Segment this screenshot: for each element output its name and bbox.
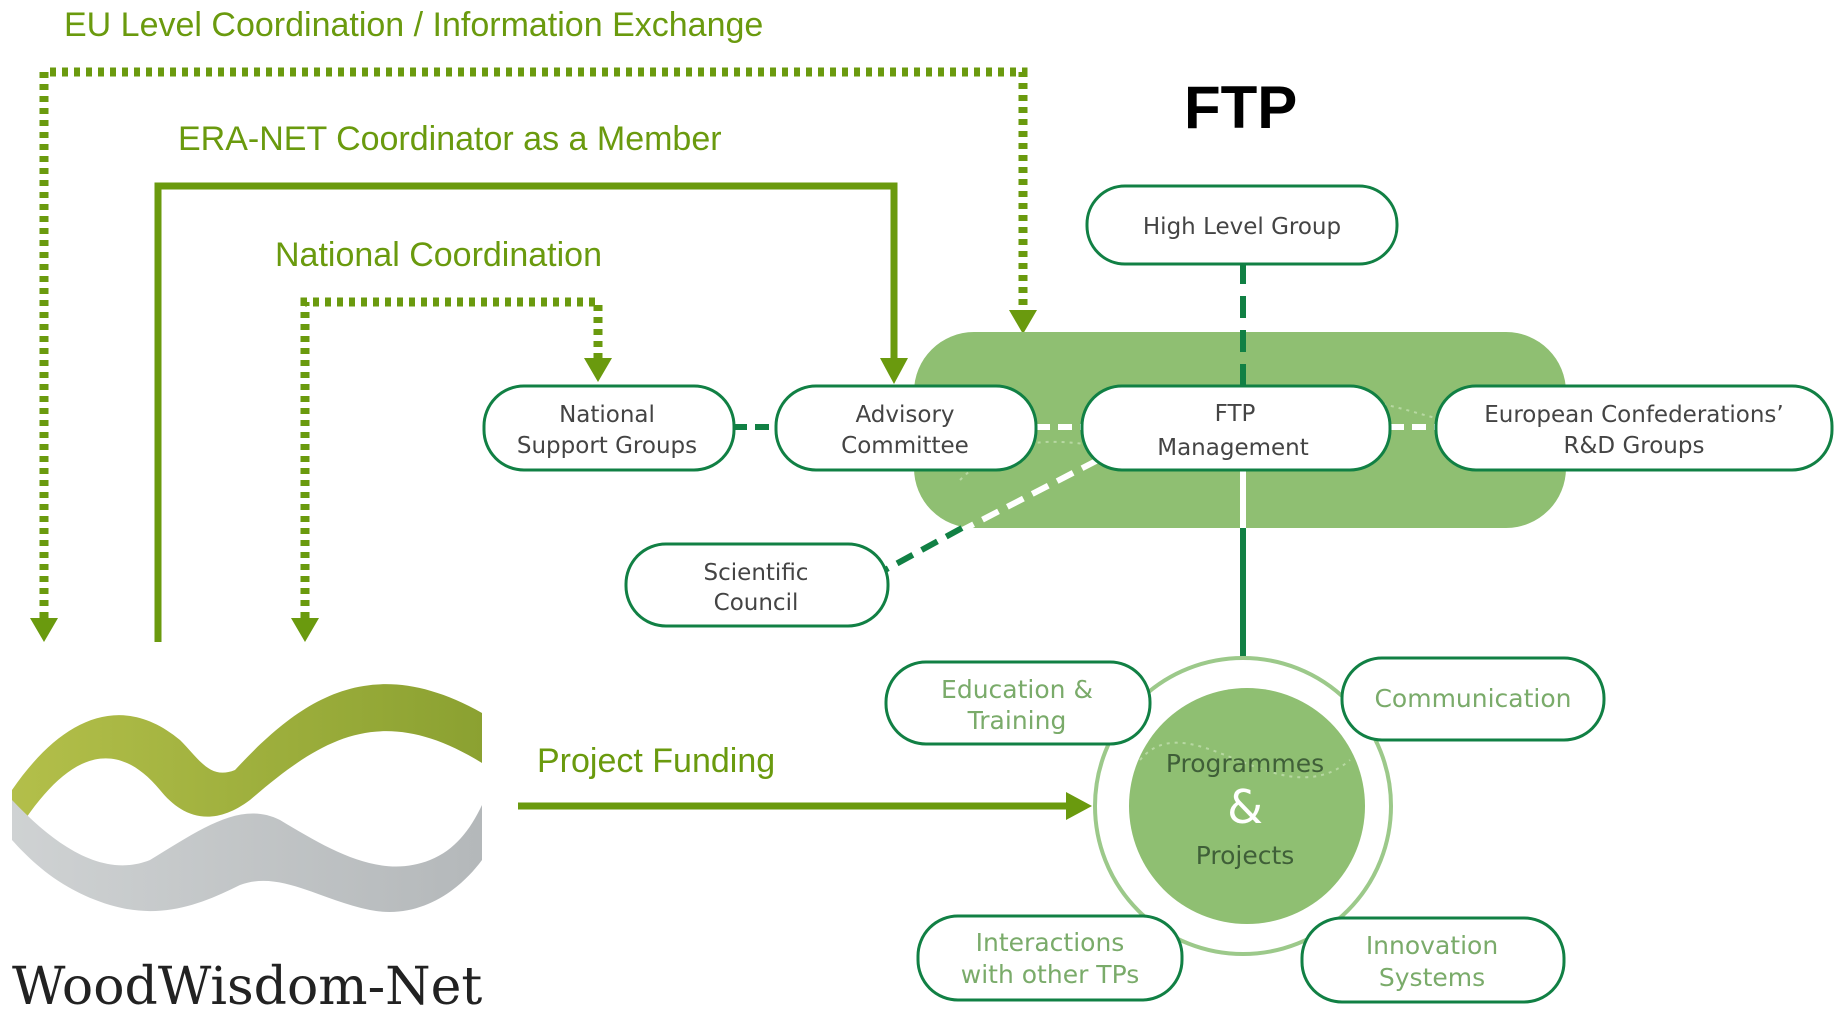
node-label-line2: Systems: [1379, 963, 1485, 992]
hub-label-ampersand: &: [1227, 780, 1263, 834]
node-label-line2: Committee: [841, 433, 969, 459]
node-label-line2: Council: [714, 590, 799, 616]
national-coordination-connector: [300, 297, 603, 618]
eu-coordination-label: EU Level Coordination / Information Exch…: [64, 6, 763, 44]
national-arrowhead-right: [584, 358, 612, 382]
node-national-support-groups: National Support Groups: [482, 384, 736, 472]
project-funding-arrowhead: [1066, 792, 1092, 820]
node-advisory-committee: Advisory Committee: [774, 384, 1038, 472]
node-european-confederations: European Confederations’ R&D Groups: [1434, 384, 1834, 472]
node-label-line2: with other TPs: [961, 960, 1139, 989]
node-label-line1: Innovation: [1366, 931, 1498, 960]
node-innovation-systems: Innovation Systems: [1300, 916, 1566, 1004]
node-label-line1: FTP: [1215, 401, 1256, 427]
woodwisdom-net-logo: WoodWisdom-Net: [12, 684, 482, 1012]
node-high-level-group: High Level Group: [1085, 184, 1399, 266]
node-education-training: Education & Training: [884, 660, 1152, 746]
eu-arrowhead-left: [30, 618, 58, 642]
project-funding-label: Project Funding: [537, 742, 775, 780]
node-label-line2: R&D Groups: [1564, 433, 1705, 459]
era-net-connector: [154, 182, 898, 642]
hub-label-line1: Programmes: [1166, 749, 1324, 778]
ftp-title: FTP: [1184, 74, 1297, 141]
eu-coordination-connector: [39, 67, 1028, 618]
node-communication: Communication: [1340, 656, 1606, 742]
node-ftp-management: FTP Management: [1080, 384, 1392, 472]
management-to-council-connector-outer: [883, 525, 964, 573]
node-label: Communication: [1374, 684, 1571, 713]
node-label-line1: European Confederations’: [1484, 402, 1783, 428]
logo-olive-wave: [12, 684, 482, 840]
node-label-line1: Advisory: [855, 402, 954, 428]
node-label-line2: Training: [967, 706, 1067, 735]
node-label: High Level Group: [1143, 214, 1341, 240]
logo-grey-wave: [12, 800, 482, 912]
management-to-council-connector-inner: [883, 457, 1100, 573]
hub-label-line3: Projects: [1196, 841, 1295, 870]
node-label-line2: Management: [1157, 435, 1309, 461]
node-label-line1: Interactions: [976, 928, 1125, 957]
national-arrowhead-left: [291, 618, 319, 642]
programmes-hub: [1129, 688, 1365, 924]
node-label-line2: Support Groups: [517, 433, 697, 459]
era-net-arrowhead: [880, 358, 908, 384]
logo-wordmark: WoodWisdom-Net: [12, 957, 482, 1012]
eu-arrowhead-right: [1009, 310, 1037, 334]
node-interactions: Interactions with other TPs: [916, 914, 1184, 1002]
node-label-line1: National: [559, 402, 655, 428]
national-coordination-label: National Coordination: [275, 236, 602, 274]
node-label-line1: Scientific: [704, 560, 809, 586]
node-label-line1: Education &: [941, 675, 1093, 704]
era-net-label: ERA-NET Coordinator as a Member: [178, 120, 722, 158]
hub-decoration: [1139, 741, 1351, 779]
node-scientific-council: Scientific Council: [624, 542, 890, 628]
